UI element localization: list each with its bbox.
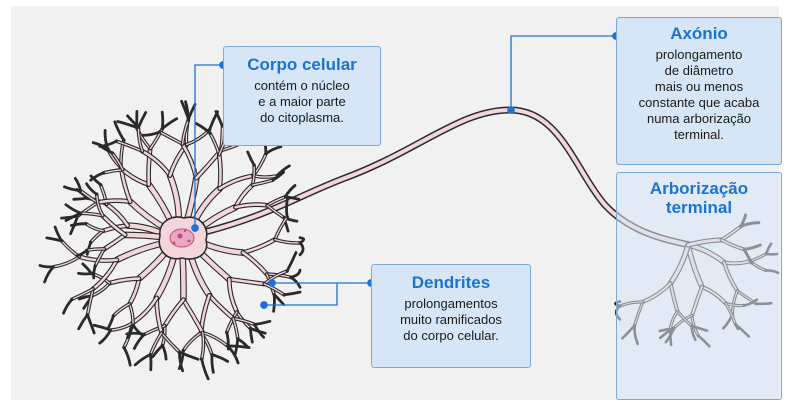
branch-outline <box>196 124 210 134</box>
branch-outline <box>94 266 96 278</box>
cell-body-description: contém o núcleo e a maior parte do citop… <box>224 78 380 126</box>
branch-outline <box>74 198 88 199</box>
branch-outline <box>138 113 145 128</box>
branch-outline <box>274 295 275 312</box>
branch-fill <box>91 231 104 243</box>
branch-outline <box>255 321 270 324</box>
branch-outline <box>100 141 117 146</box>
branch-outline <box>291 270 300 277</box>
branch-outline <box>162 119 176 129</box>
branch-outline <box>291 277 300 287</box>
axon-title: Axónio <box>617 24 781 44</box>
terminal-title: Arborização terminal <box>617 179 781 217</box>
branch-outline <box>216 112 223 127</box>
branch-outline <box>40 266 53 267</box>
cell-body-label-box: Corpo celular contém o núcleo e a maior … <box>223 46 381 146</box>
branch-outline <box>88 315 95 333</box>
branch-fill <box>160 132 183 144</box>
branch-outline <box>135 355 150 365</box>
branch-outline <box>83 264 92 274</box>
branch-outline <box>77 250 87 256</box>
branch-fill <box>95 249 104 266</box>
branch-outline <box>287 253 296 272</box>
branch-fill <box>183 300 202 333</box>
branch-fill <box>210 133 219 154</box>
axon-label-box: Axónio prolongamento de diâmetro mais ou… <box>616 17 782 165</box>
cell-body-title: Corpo celular <box>224 55 380 75</box>
branch-outline <box>212 355 213 373</box>
axon-pointer <box>511 36 616 110</box>
branch-outline <box>300 243 303 255</box>
branch-outline <box>97 194 103 216</box>
branch-outline <box>212 355 228 362</box>
branch-fill <box>165 300 184 326</box>
cell-body <box>159 217 207 259</box>
dendrites-description: prolongamentos muito ramificados do corp… <box>372 296 530 344</box>
branch-outline <box>87 184 97 195</box>
nucleolus <box>178 234 183 239</box>
dendrites-label-box: Dendrites prolongamentos muito ramificad… <box>371 264 531 368</box>
branch-fill <box>125 235 164 237</box>
terminal-label-box: Arborização terminal <box>616 172 782 400</box>
branch-outline <box>163 345 167 359</box>
branch-outline <box>64 299 73 313</box>
branch-fill <box>104 235 125 249</box>
axon-description: prolongamento de diâmetro mais ou menos … <box>617 47 781 143</box>
branch-outline <box>100 330 111 343</box>
branch-outline <box>202 359 209 379</box>
branch-outline <box>79 273 92 274</box>
branch-outline <box>115 122 124 140</box>
branch-outline <box>111 323 133 330</box>
branch-outline <box>124 348 130 366</box>
branch-fill <box>219 155 220 189</box>
branch-outline <box>151 355 152 370</box>
dendrites-title: Dendrites <box>372 273 530 293</box>
branch-outline <box>285 186 295 197</box>
branch-outline <box>66 205 81 214</box>
branch-outline <box>266 147 281 154</box>
branch-fill <box>243 240 275 253</box>
branch-outline <box>162 112 163 129</box>
branch-outline <box>287 197 288 217</box>
branch-outline <box>248 152 254 165</box>
branch-fill <box>243 253 267 274</box>
branch-outline <box>53 257 79 267</box>
branch-outline <box>187 130 210 145</box>
branch-outline <box>45 267 54 282</box>
branch-outline <box>284 292 300 295</box>
branch-outline <box>79 315 88 329</box>
branch-outline <box>109 316 114 328</box>
